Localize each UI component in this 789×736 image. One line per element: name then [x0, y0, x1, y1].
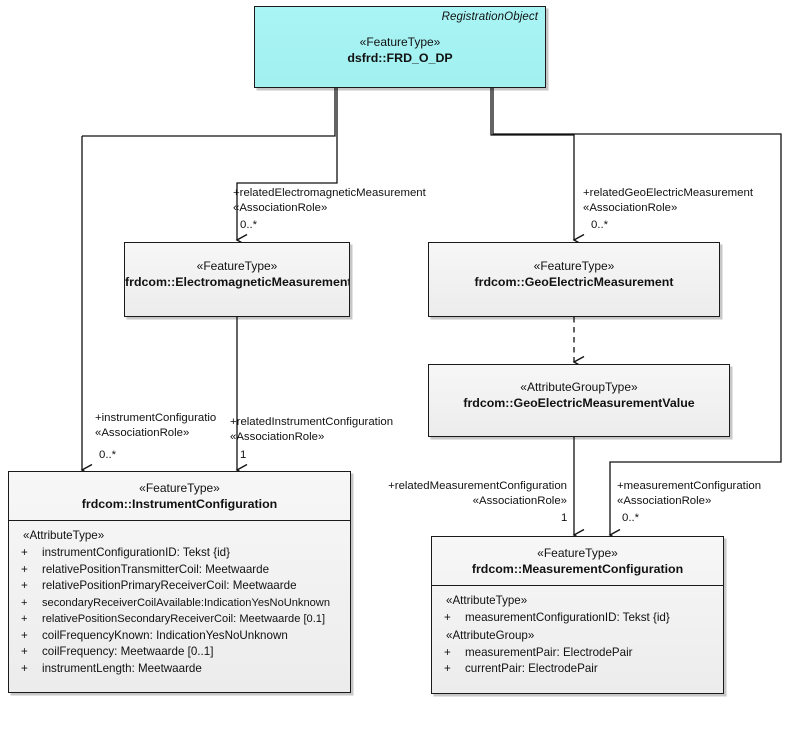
- attribute-text: relativePositionTransmitterCoil: Meetwaa…: [42, 562, 270, 576]
- registration-object-label: RegistrationObject: [441, 11, 538, 23]
- edge-label-related-measurement-configuration: +relatedMeasurementConfiguration «Associ…: [369, 479, 567, 508]
- attribute-row: + measurementPair: ElectrodePair: [432, 645, 723, 662]
- association-stereotype: «AssociationRole»: [95, 426, 190, 439]
- visibility-marker: +: [21, 645, 28, 658]
- edge-related-electromagnetic-measurement: [82, 88, 336, 137]
- class-body-measurement-configuration: «AttributeType» + measurementConfigurati…: [432, 586, 723, 684]
- class-stereotype: «FeatureType»: [139, 481, 220, 495]
- edge-label-related-geoelectric-measurement: +relatedGeoElectricMeasurement «Associat…: [583, 186, 753, 215]
- association-role-name: +relatedMeasurementConfiguration: [388, 480, 567, 492]
- attribute-text: instrumentConfigurationID: Tekst {id}: [42, 546, 230, 559]
- visibility-marker: +: [444, 662, 451, 675]
- class-header-instrument-configuration: «FeatureType» frdcom::InstrumentConfigur…: [9, 472, 350, 521]
- attribute-text: currentPair: ElectrodePair: [465, 662, 598, 675]
- attribute-group-label: «AttributeType»: [23, 529, 105, 542]
- attribute-row: + coilFrequencyKnown: IndicationYesNoUnk…: [9, 628, 350, 645]
- class-stereotype: «AttributeGroupType»: [520, 380, 638, 394]
- attribute-row: + coilFrequency: Meetwaarde [0..1]: [9, 644, 350, 661]
- attribute-row: + relativePositionPrimaryReceiverCoil: M…: [9, 578, 350, 595]
- class-header-frd-o-dp: «FeatureType» dsfrd::FRD_O_DP: [255, 7, 545, 71]
- association-role-name: +relatedGeoElectricMeasurement: [583, 187, 753, 199]
- class-frd-o-dp[interactable]: RegistrationObject «FeatureType» dsfrd::…: [254, 6, 546, 88]
- class-electromagnetic-measurement[interactable]: «FeatureType» frdcom::ElectromagneticMea…: [124, 242, 350, 317]
- class-header-electromagnetic-measurement: «FeatureType» frdcom::ElectromagneticMea…: [125, 243, 349, 295]
- association-stereotype: «AssociationRole»: [230, 430, 325, 443]
- attribute-row: + instrumentConfigurationID: Tekst {id}: [9, 545, 350, 562]
- edge-multiplicity-related-geoelectric-measurement: 0..*: [591, 219, 609, 231]
- class-header-geoelectric-measurement-value: «AttributeGroupType» frdcom::GeoElectric…: [429, 365, 729, 416]
- attribute-row: + instrumentLength: Meetwaarde: [9, 661, 350, 678]
- attribute-text: coilFrequencyKnown: IndicationYesNoUnkno…: [42, 628, 288, 642]
- association-stereotype: «AssociationRole»: [472, 494, 567, 507]
- attribute-group-label: «AttributeType»: [446, 594, 528, 607]
- edge-related-geoelectric-measurement: [490, 88, 585, 247]
- class-stereotype: «FeatureType»: [537, 546, 618, 560]
- class-name: dsfrd::FRD_O_DP: [347, 51, 453, 65]
- edge-label-related-electromagnetic-measurement: +relatedElectromagneticMeasurement «Asso…: [233, 186, 426, 215]
- attribute-text: relativePositionSecondaryReceiverCoil: M…: [42, 613, 326, 625]
- attribute-row: + measurementConfigurationID: Tekst {id}: [432, 610, 723, 627]
- edge-label-measurement-configuration: +measurementConfiguration «AssociationRo…: [617, 479, 761, 508]
- class-name: frdcom::InstrumentConfiguration: [81, 497, 278, 511]
- visibility-marker: +: [21, 661, 28, 675]
- visibility-marker: +: [21, 628, 28, 642]
- edge-multiplicity-instrument-configuration: 0..*: [99, 449, 117, 461]
- attribute-text: measurementConfigurationID: Tekst {id}: [465, 611, 670, 624]
- class-header-measurement-configuration: «FeatureType» frdcom::MeasurementConfigu…: [432, 537, 723, 586]
- visibility-marker: +: [21, 546, 28, 559]
- edge-multiplicity-related-measurement-configuration: 1: [561, 512, 568, 524]
- attribute-text: measurementPair: ElectrodePair: [465, 645, 633, 659]
- class-header-geoelectric-measurement: «FeatureType» frdcom::GeoElectricMeasure…: [429, 243, 719, 295]
- visibility-marker: +: [444, 645, 451, 659]
- class-geoelectric-measurement-value[interactable]: «AttributeGroupType» frdcom::GeoElectric…: [428, 364, 730, 437]
- attribute-text: instrumentLength: Meetwaarde: [42, 661, 202, 675]
- class-stereotype: «FeatureType»: [533, 259, 615, 273]
- attribute-group-label: «AttributeGroup»: [446, 628, 535, 642]
- attribute-row: + currentPair: ElectrodePair: [432, 661, 723, 678]
- class-name: frdcom::ElectromagneticMeasurement: [125, 275, 350, 289]
- attribute-row: + relativePositionSecondaryReceiverCoil:…: [9, 611, 350, 628]
- class-stereotype: «FeatureType»: [359, 35, 441, 49]
- edge-label-instrument-configuration: +instrumentConfiguratio «AssociationRole…: [95, 411, 216, 440]
- visibility-marker: +: [21, 562, 28, 576]
- class-name: frdcom::GeoElectricMeasurementValue: [463, 396, 695, 410]
- class-instrument-configuration[interactable]: «FeatureType» frdcom::InstrumentConfigur…: [8, 471, 351, 693]
- class-body-instrument-configuration: «AttributeType» + instrumentConfiguratio…: [9, 521, 350, 683]
- class-geoelectric-measurement[interactable]: «FeatureType» frdcom::GeoElectricMeasure…: [428, 242, 720, 317]
- association-role-name: +relatedInstrumentConfiguration: [230, 416, 394, 428]
- attribute-row: + secondaryReceiverCoilAvailable:Indicat…: [9, 595, 350, 612]
- attribute-row: + relativePositionTransmitterCoil: Meetw…: [9, 562, 350, 579]
- attribute-text: secondaryReceiverCoilAvailable:Indicatio…: [42, 596, 330, 609]
- class-name: frdcom::GeoElectricMeasurement: [474, 275, 674, 289]
- association-stereotype: «AssociationRole»: [583, 201, 678, 214]
- class-name: frdcom::MeasurementConfiguration: [471, 562, 684, 576]
- class-stereotype: «FeatureType»: [196, 259, 278, 273]
- attribute-text: relativePositionPrimaryReceiverCoil: Mee…: [42, 579, 297, 592]
- class-measurement-configuration[interactable]: «FeatureType» frdcom::MeasurementConfigu…: [431, 536, 724, 694]
- association-stereotype: «AssociationRole»: [617, 494, 712, 507]
- edge-label-related-instrument-configuration: +relatedInstrumentConfiguration «Associa…: [230, 415, 393, 444]
- association-role-name: +measurementConfiguration: [617, 480, 762, 492]
- attribute-text: coilFrequency: Meetwaarde [0..1]: [42, 645, 214, 658]
- visibility-marker: +: [444, 611, 451, 624]
- association-role-name: +instrumentConfiguratio: [95, 412, 217, 424]
- edge-multiplicity-related-instrument-configuration: 1: [240, 449, 247, 461]
- association-stereotype: «AssociationRole»: [233, 201, 328, 214]
- association-role-name: +relatedElectromagneticMeasurement: [233, 187, 426, 199]
- visibility-marker: +: [21, 596, 28, 609]
- visibility-marker: +: [21, 613, 28, 625]
- edge-multiplicity-related-electromagnetic-measurement: 0..*: [240, 219, 258, 231]
- edge-multiplicity-measurement-configuration: 0..*: [622, 512, 640, 524]
- visibility-marker: +: [21, 579, 28, 592]
